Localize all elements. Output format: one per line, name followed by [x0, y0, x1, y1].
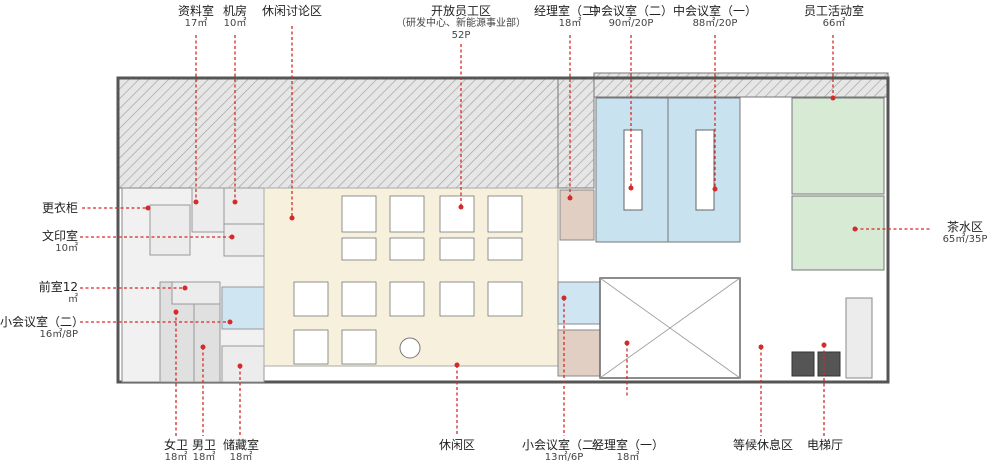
- label-manager1-area: 18㎡: [616, 452, 640, 464]
- label-lounge-discussion: 休闲讨论区: [252, 4, 332, 18]
- print-room: [223, 223, 265, 257]
- archive-room: [191, 187, 225, 233]
- label-men-wc-name: 男卫: [191, 438, 216, 452]
- label-manager1-name: 经理室（一）: [591, 438, 664, 452]
- label-leisure-name: 休闲区: [438, 438, 475, 452]
- label-server-name: 机房: [222, 4, 247, 18]
- label-tea-room-name: 茶水区: [946, 220, 983, 234]
- mid-meeting-table-1: [695, 129, 715, 211]
- staff-activity-room: [791, 97, 885, 195]
- label-small-meeting-left: 小会议室（二） 16㎡/8P: [0, 315, 85, 341]
- label-small-meeting-left-name: 小会议室（二）: [0, 315, 85, 329]
- label-tea-room-area: 65㎡/35P: [942, 234, 988, 246]
- building-outline: [116, 76, 890, 384]
- label-men-wc: 男卫 18㎡: [182, 438, 226, 464]
- label-print-room-area: 10㎡: [55, 243, 78, 255]
- hatched-zone-left: [117, 77, 559, 189]
- label-open-office-name: 开放员工区: [430, 4, 491, 18]
- label-open-office-area: 52P: [451, 30, 471, 42]
- label-server-area: 10㎡: [223, 18, 247, 30]
- label-women-wc: 女卫 18㎡: [154, 438, 198, 464]
- label-small-meeting-bottom-name: 小会议室（二）: [521, 438, 606, 452]
- label-locker-name: 更衣柜: [41, 201, 78, 215]
- label-locker: 更衣柜: [10, 201, 78, 215]
- label-storage-area: 18㎡: [229, 452, 253, 464]
- elevator-1: [791, 351, 815, 377]
- label-mid-meeting2-area: 90㎡/20P: [608, 18, 654, 30]
- lounge-round-table: [399, 337, 421, 359]
- label-elevator-hall-name: 电梯厅: [806, 438, 843, 452]
- label-storage-name: 储藏室: [222, 438, 259, 452]
- label-open-office: 开放员工区 （研发中心、新能源事业部） 52P: [386, 4, 536, 42]
- storage-room: [221, 345, 265, 383]
- label-manager1: 经理室（一） 18㎡: [590, 438, 666, 464]
- label-front-room-name: 前室12: [38, 280, 78, 294]
- label-mid-meeting2-name: 中会议室（二）: [588, 4, 673, 18]
- label-server: 机房 10㎡: [212, 4, 258, 30]
- stair-right: [845, 297, 873, 379]
- label-open-office-sub: （研发中心、新能源事业部）: [396, 18, 526, 30]
- label-manager2-name: 经理室（二）: [533, 4, 606, 18]
- label-manager2: 经理室（二） 18㎡: [530, 4, 610, 30]
- label-front-room-area: ㎡: [68, 294, 78, 306]
- label-mid-meeting1: 中会议室（一） 88㎡/20P: [672, 4, 758, 30]
- label-mid-meeting2: 中会议室（二） 90㎡/20P: [588, 4, 674, 30]
- label-waiting-name: 等候休息区: [732, 438, 793, 452]
- label-storage: 储藏室 18㎡: [216, 438, 266, 464]
- label-women-wc-name: 女卫: [163, 438, 188, 452]
- label-print-room: 文印室 10㎡: [10, 229, 78, 255]
- label-staff-activity-name: 员工活动室: [803, 4, 864, 18]
- label-mid-meeting1-area: 88㎡/20P: [692, 18, 738, 30]
- label-women-wc-area: 18㎡: [164, 452, 188, 464]
- label-manager2-area: 18㎡: [558, 18, 582, 30]
- label-archive-name: 资料室: [177, 4, 214, 18]
- label-print-room-name: 文印室: [41, 229, 78, 243]
- label-small-meeting-bottom: 小会议室（二） 13㎡/6P: [520, 438, 608, 464]
- front-room: [171, 281, 221, 305]
- label-small-meeting-left-area: 16㎡/8P: [39, 329, 79, 341]
- label-archive: 资料室 17㎡: [168, 4, 224, 30]
- label-front-room: 前室12 ㎡: [10, 280, 78, 306]
- label-small-meeting-bottom-area: 13㎡/6P: [544, 452, 584, 464]
- locker-area: [149, 204, 191, 256]
- label-tea-room: 茶水区 65㎡/35P: [934, 220, 996, 246]
- manager-room-2: [559, 189, 595, 241]
- label-lounge-discussion-name: 休闲讨论区: [261, 4, 322, 18]
- label-leisure: 休闲区: [430, 438, 484, 452]
- label-men-wc-area: 18㎡: [192, 452, 216, 464]
- workstations: [293, 195, 523, 365]
- label-waiting: 等候休息区: [726, 438, 800, 452]
- label-archive-area: 17㎡: [184, 18, 208, 30]
- elevator-2: [817, 351, 841, 377]
- label-staff-activity: 员工活动室 66㎡: [794, 4, 874, 30]
- hatched-zone-manager: [557, 77, 595, 189]
- mid-meeting-table-2: [623, 129, 643, 211]
- leader-endpoints: [145, 95, 858, 369]
- leader-lines: [80, 26, 932, 436]
- label-mid-meeting1-name: 中会议室（一）: [672, 4, 757, 18]
- small-meeting-bottom: [557, 281, 601, 325]
- tea-room: [791, 195, 885, 271]
- label-staff-activity-area: 66㎡: [822, 18, 846, 30]
- label-elevator-hall: 电梯厅: [800, 438, 850, 452]
